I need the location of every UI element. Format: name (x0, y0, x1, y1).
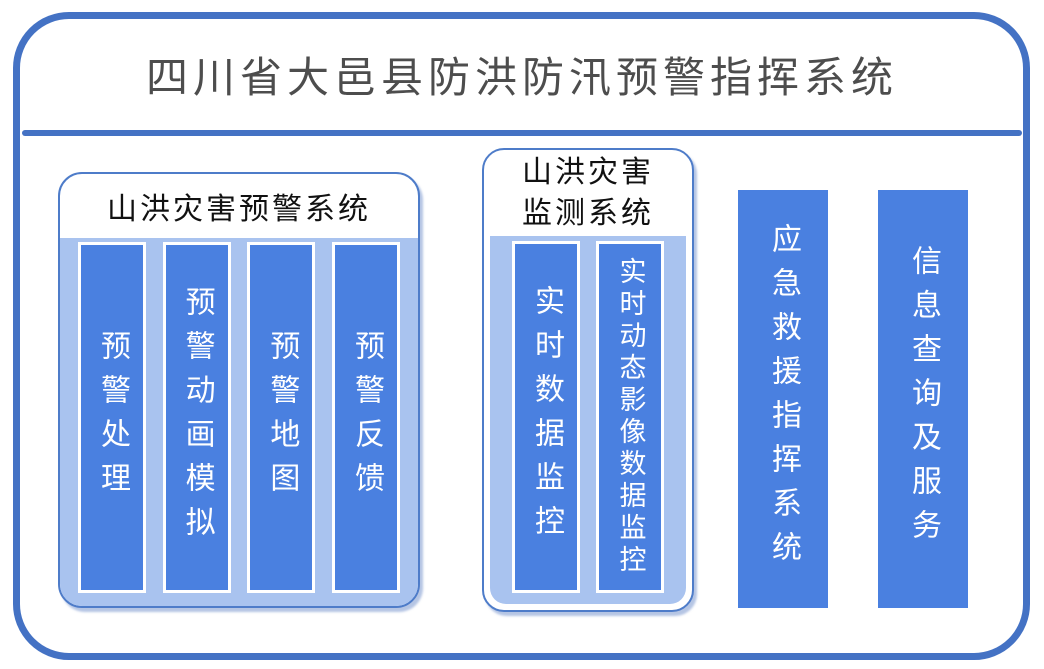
outer-frame (13, 12, 1030, 660)
bar-realtime-data-monitoring: 实时数据监控 (512, 241, 580, 593)
panel-flood-warning-title: 山洪灾害预警系统 (107, 193, 371, 226)
panel-flood-warning-system: 山洪灾害预警系统 预警处理 预警动画模拟 预警地图 预警反馈 (58, 172, 420, 608)
bar-emergency-rescue-command-system: 应急救援指挥系统 (738, 190, 828, 608)
bar-information-query-and-service: 信息查询及服务 (878, 190, 968, 608)
panel-flood-monitoring-title: 山洪灾害监测系统 (484, 150, 692, 236)
bar-realtime-dynamic-video-data-monitoring-label: 实时动态影像数据监控 (615, 257, 646, 577)
bar-realtime-data-monitoring-label: 实时数据监控 (530, 285, 563, 549)
bar-warning-map-label: 预警地图 (265, 329, 299, 506)
page-title: 四川省大邑县防洪防汛预警指挥系统 (145, 54, 898, 101)
bar-emergency-rescue-command-system-label: 应急救援指挥系统 (767, 223, 800, 575)
bar-warning-animation-simulation-label: 预警动画模拟 (180, 285, 214, 550)
bar-warning-feedback-label: 预警反馈 (349, 329, 383, 506)
bar-realtime-dynamic-video-data-monitoring: 实时动态影像数据监控 (596, 241, 664, 593)
panel-flood-monitoring-body: 实时数据监控 实时动态影像数据监控 (490, 236, 686, 604)
bar-warning-processing-label: 预警处理 (96, 329, 129, 506)
panel-flood-warning-body: 预警处理 预警动画模拟 预警地图 预警反馈 (60, 238, 418, 606)
panel-flood-monitoring-system: 山洪灾害监测系统 实时数据监控 实时动态影像数据监控 (482, 148, 694, 612)
bar-warning-feedback: 预警反馈 (331, 242, 400, 593)
bar-warning-animation-simulation: 预警动画模拟 (162, 242, 231, 593)
panel-flood-monitoring-title-text: 山洪灾害监测系统 (522, 156, 654, 230)
bar-warning-map: 预警地图 (247, 242, 316, 593)
bar-warning-processing: 预警处理 (78, 242, 146, 593)
bar-information-query-and-service-label: 信息查询及服务 (907, 245, 940, 553)
title-divider (22, 130, 1022, 136)
